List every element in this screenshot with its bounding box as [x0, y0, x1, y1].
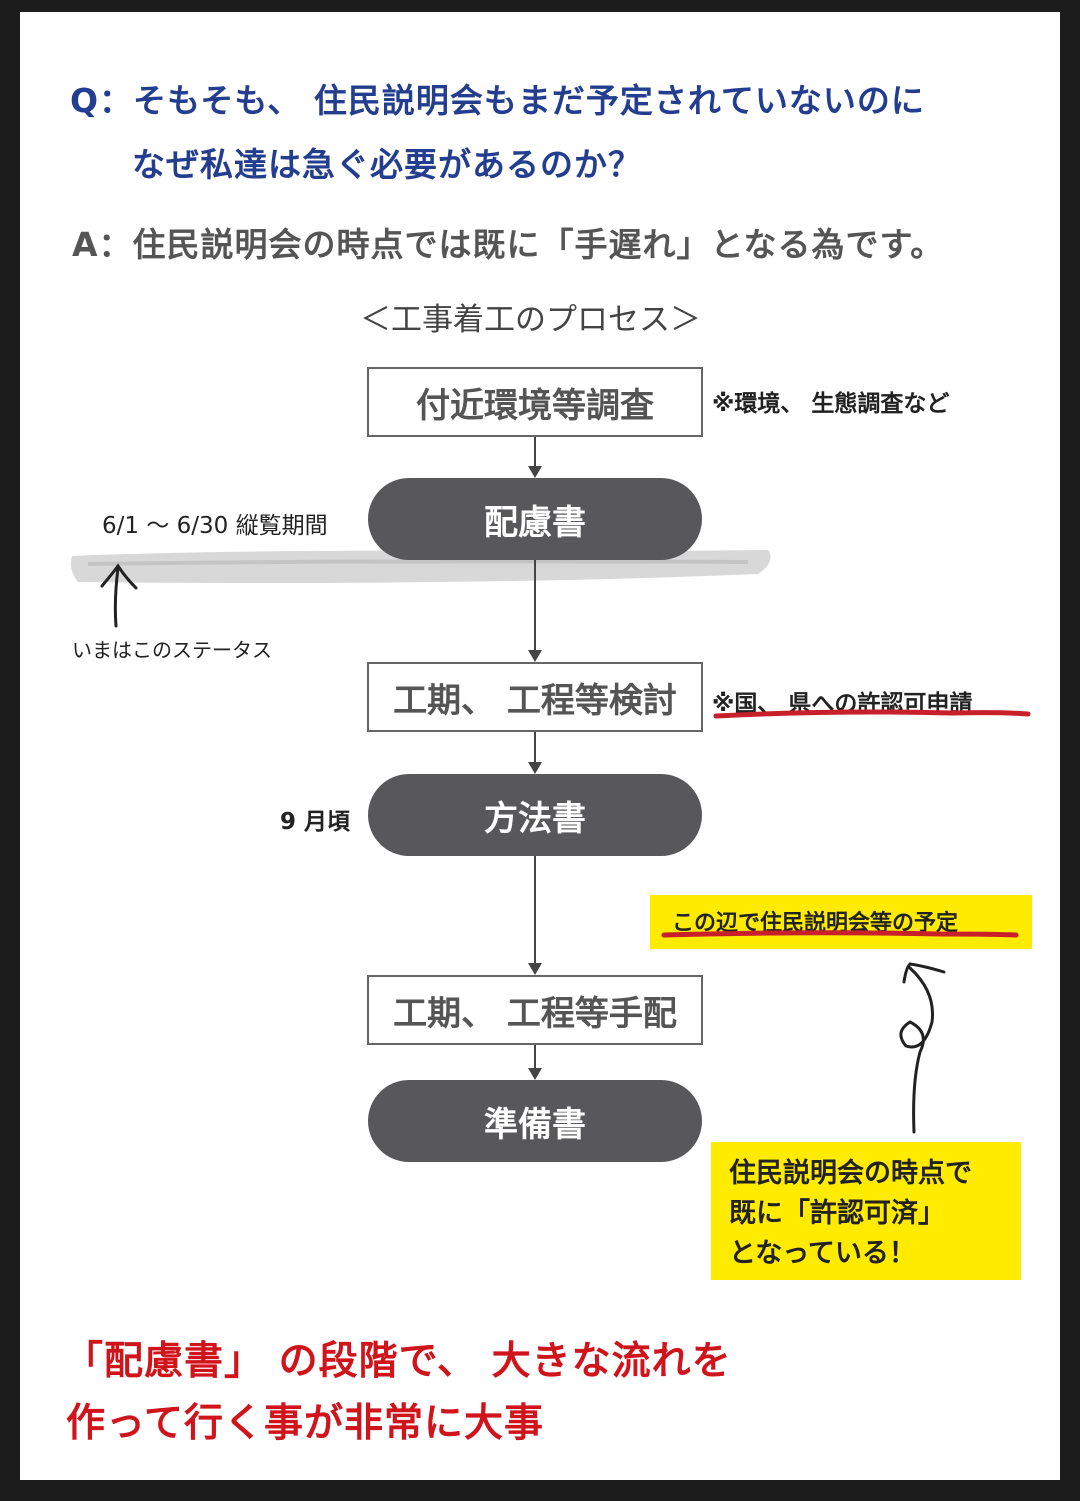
meeting-callout: この辺で住民説明会等の予定 [650, 895, 1032, 949]
answer-text: A：住民説明会の時点では既に「手遅れ」となる為です。 [72, 225, 945, 264]
connector [534, 560, 536, 660]
conclusion-line-2: 作って行く事が非常に大事 [66, 1401, 545, 1446]
arrow-up-icon [100, 563, 138, 628]
connector [534, 436, 536, 476]
step-survey: 付近環境等調査 [367, 367, 703, 437]
document-page: Q：そもそも、 住民説明会もまだ予定されていないのに なぜ私達は急ぐ必要があるの… [20, 12, 1060, 1480]
conclusion-line-1: 「配慮書」 の段階で、 大きな流れを [64, 1339, 732, 1384]
connector [534, 1044, 536, 1078]
arrow-down-icon [528, 466, 542, 478]
question-line-2: なぜ私達は急ぐ必要があるのか？ [132, 145, 642, 184]
method-doc-timing: 9 月頃 [280, 809, 351, 835]
permit-callout-line: 住民説明会の時点で [729, 1158, 972, 1189]
step-schedule-arrange: 工期、 工程等手配 [367, 975, 703, 1045]
arrow-down-icon [528, 963, 542, 975]
step-consideration-doc: 配慮書 [368, 478, 702, 560]
process-title: ＜工事着工のプロセス＞ [360, 302, 701, 338]
curly-arrow-icon [899, 962, 946, 1134]
arrow-down-icon [528, 762, 542, 774]
arrow-down-icon [528, 1068, 542, 1080]
connector [534, 732, 536, 772]
arrow-down-icon [528, 650, 542, 662]
red-underline [661, 930, 1019, 938]
question-line-1: Q：そもそも、 住民説明会もまだ予定されていないのに [70, 81, 925, 120]
connector [534, 856, 536, 973]
step-schedule-review: 工期、 工程等検討 [367, 662, 703, 732]
permit-callout: 住民説明会の時点で 既に「許認可済」 となっている！ [711, 1142, 1021, 1280]
red-underline [713, 709, 1031, 719]
permit-callout-line: となっている！ [729, 1238, 916, 1269]
current-status-label: いまはこのステータス [72, 638, 272, 662]
permit-callout-line: 既に「許認可済」 [729, 1198, 945, 1229]
step-survey-note: ※環境、 生態調査など [712, 391, 950, 417]
step-preparation-doc: 準備書 [368, 1080, 702, 1162]
review-period-note: 6/1 ～ 6/30 縦覧期間 [102, 513, 328, 539]
step-method-doc: 方法書 [368, 774, 702, 856]
